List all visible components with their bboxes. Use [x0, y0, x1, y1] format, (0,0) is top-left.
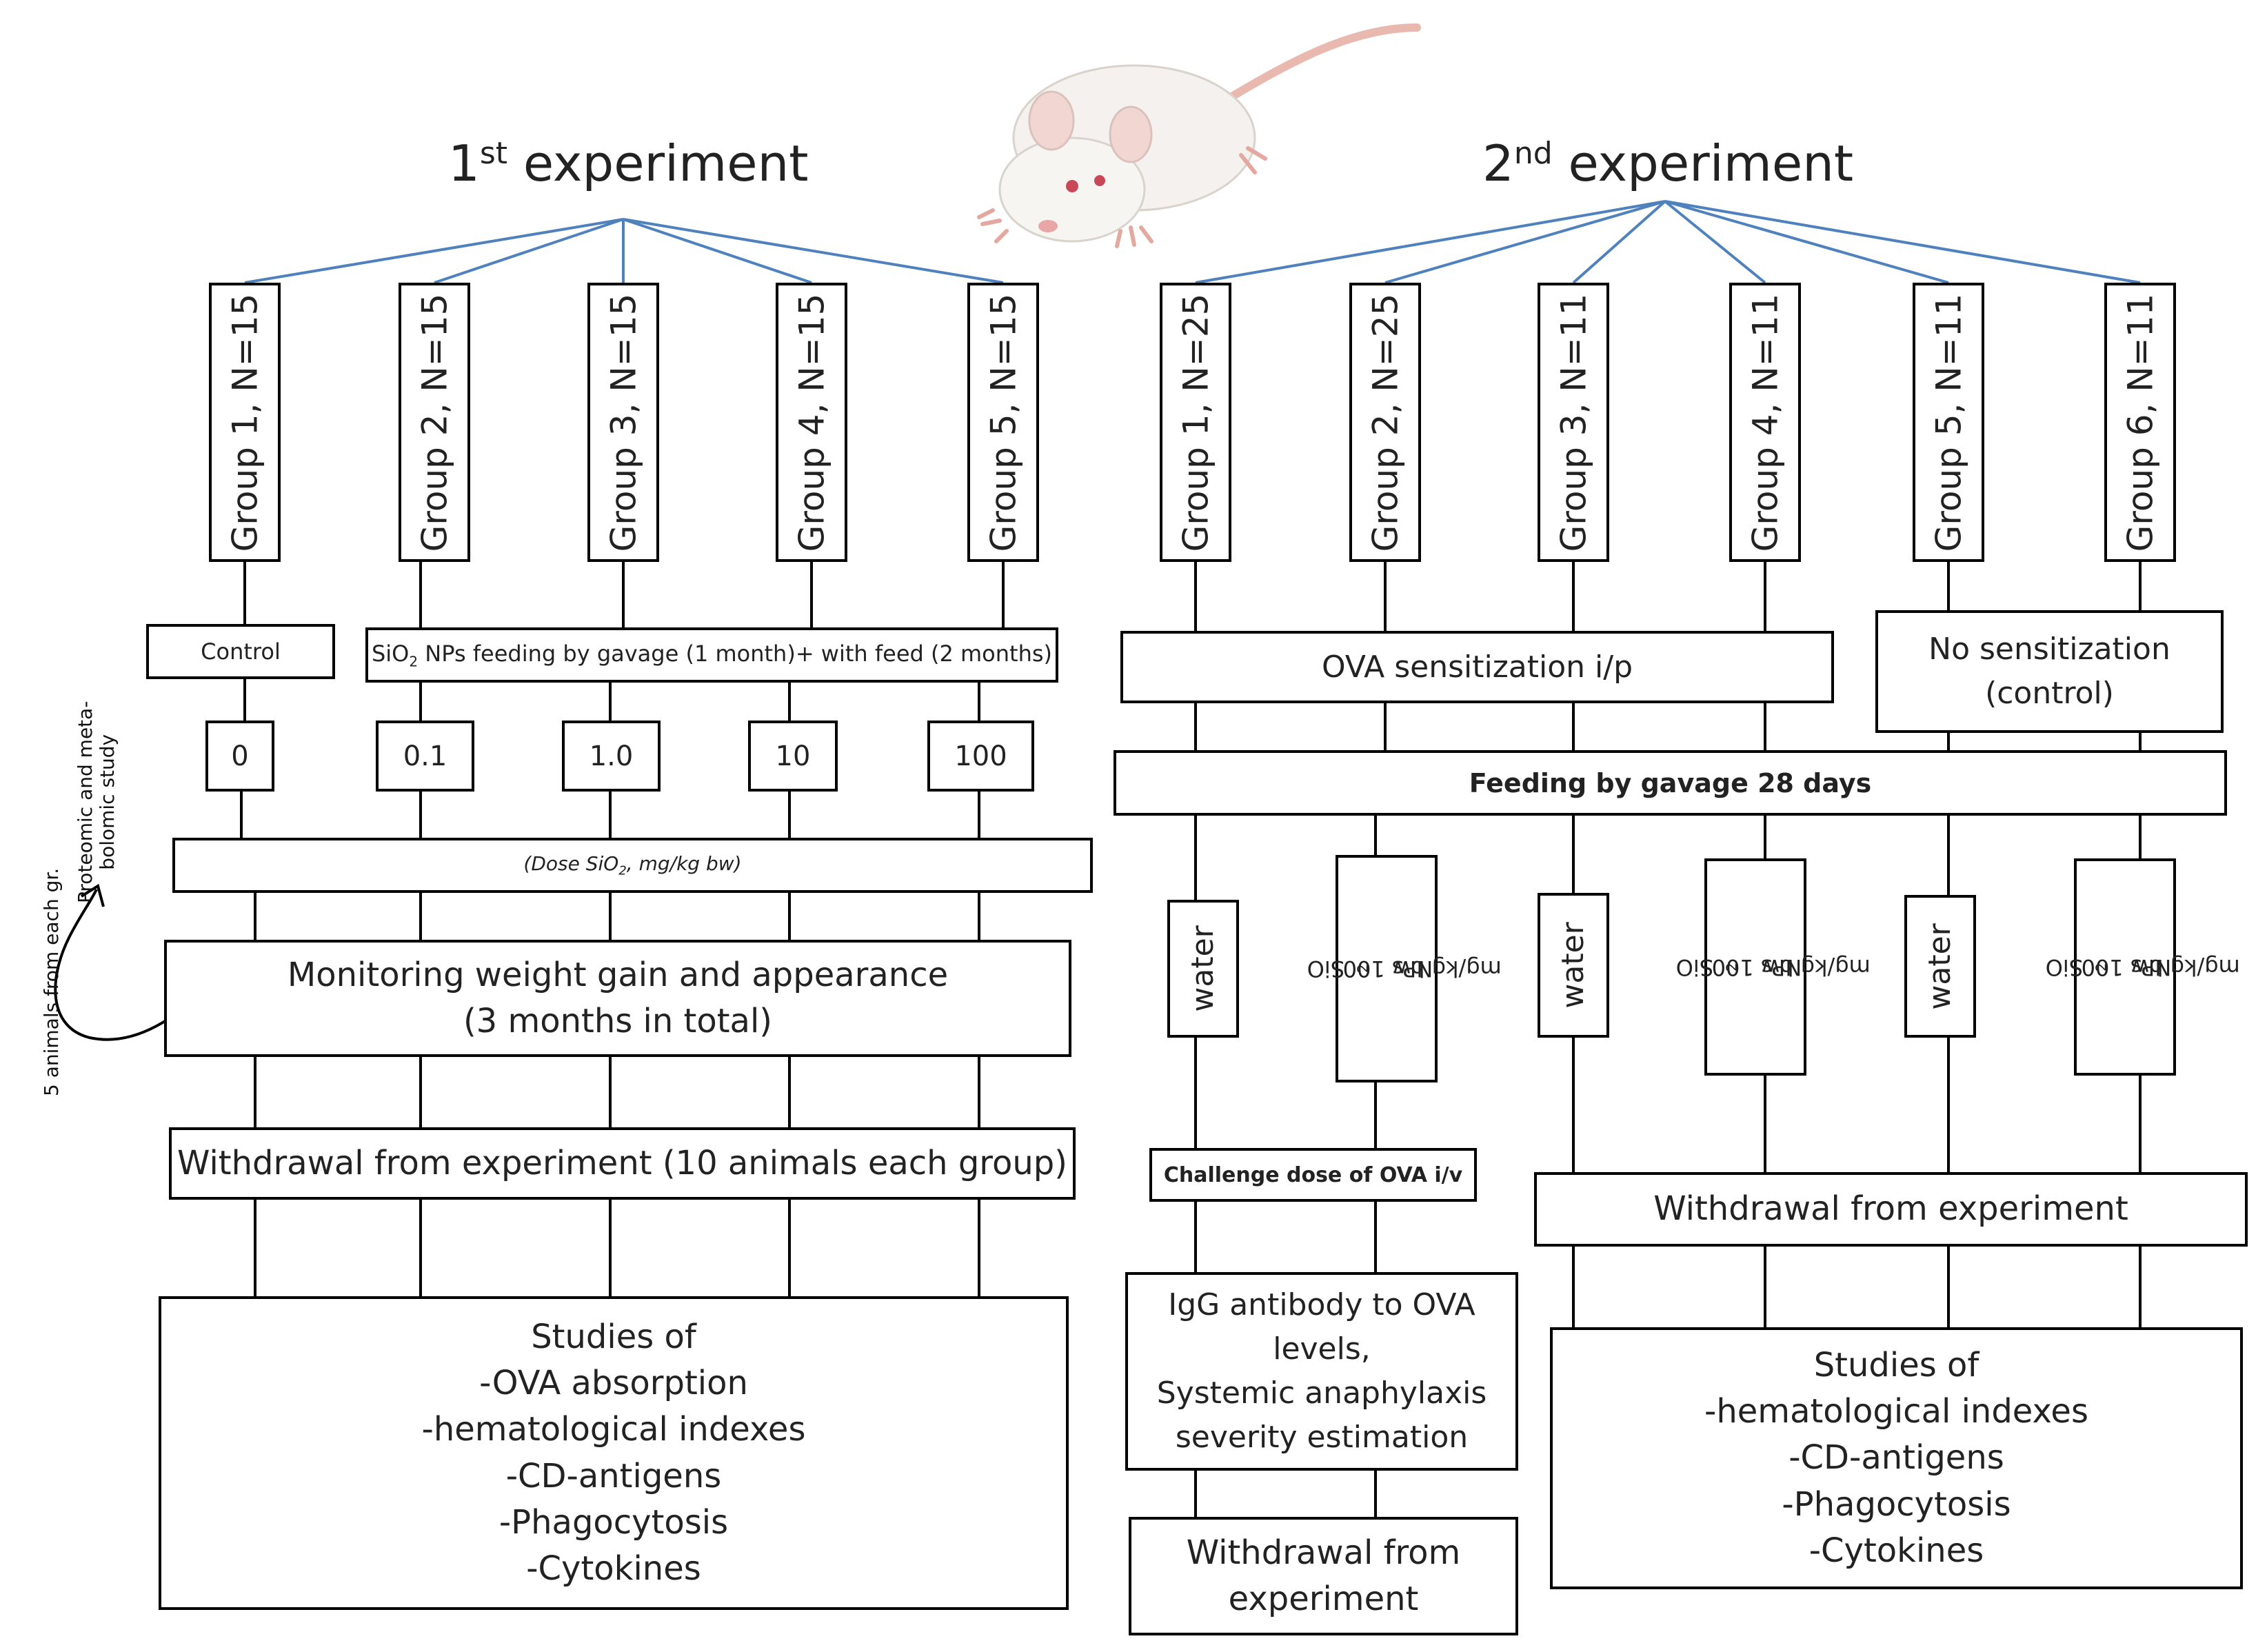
exp2-no-sensitization-box: No sensitization (control) [1875, 610, 2224, 733]
exp2-water-box-3: water [1904, 895, 1976, 1038]
exp1-title: 1st experiment [448, 134, 809, 192]
exp2-group-2-label: Group 2, N=25 [1365, 293, 1406, 552]
exp2-feeding-box: Feeding by gavage 28 days [1114, 750, 2227, 816]
exp1-group-1-box: Group 1, N=15 [209, 283, 281, 562]
exp2-blue-connectors [1195, 200, 2141, 284]
exp1-dose-value-2: 0.1 [403, 740, 447, 772]
side-note-proteomic: Proteomic and meta- bolomic study [74, 701, 119, 903]
exp2-withdrawal-right-label: Withdrawal from experiment [1653, 1189, 2128, 1229]
exp1-control-label: Control [201, 638, 281, 665]
exp1-feeding-box: SiO2 NPs feeding by gavage (1 month)+ wi… [365, 627, 1058, 683]
exp1-flow-lines [240, 562, 1005, 1296]
exp2-group-3-label: Group 3, N=11 [1553, 293, 1594, 552]
exp2-group-4-label: Group 4, N=11 [1745, 293, 1786, 552]
exp2-sensitization-label: OVA sensitization i/p [1321, 649, 1633, 685]
exp2-withdrawal-right-box: Withdrawal from experiment [1534, 1172, 2248, 1247]
exp2-studies-label: Studies of -hematological indexes -CD-an… [1704, 1346, 2088, 1570]
exp1-withdrawal-label: Withdrawal from experiment (10 animals e… [177, 1143, 1067, 1182]
exp1-group-2-label: Group 2, N=15 [414, 293, 455, 552]
exp2-studies-box: Studies of -hematological indexes -CD-an… [1550, 1327, 2243, 1589]
exp2-challenge-box: Challenge dose of OVA i/v [1149, 1148, 1477, 1202]
exp2-challenge-label: Challenge dose of OVA i/v [1163, 1162, 1463, 1187]
exp1-dose-value-1: 0 [231, 740, 249, 772]
exp1-group-3-box: Group 3, N=15 [587, 283, 659, 562]
exp1-monitoring-label: Monitoring weight gain and appearance (3… [287, 955, 949, 1040]
exp1-dose-value-4: 10 [775, 740, 811, 772]
exp1-dose-caption-box: (Dose SiO2, mg/kg bw) [172, 838, 1093, 893]
exp2-sensitization-box: OVA sensitization i/p [1120, 631, 1834, 703]
exp1-control-box: Control [146, 624, 335, 679]
exp2-water-box-2: water [1538, 893, 1609, 1038]
exp2-no-sensitization-label: No sensitization (control) [1928, 632, 2170, 711]
exp1-group-4-box: Group 4, N=15 [776, 283, 847, 562]
side-note-animals: 5 animals from each gr. [40, 867, 63, 1096]
exp2-group-5-label: Group 5, N=11 [1928, 293, 1969, 552]
exp2-group-6-box: Group 6, N=11 [2104, 283, 2176, 562]
exp2-igg-label: IgG antibody to OVA levels, Systemic ana… [1156, 1287, 1487, 1455]
exp1-group-1-label: Group 1, N=15 [225, 293, 265, 552]
exp1-dose-box-1: 0 [205, 721, 274, 792]
rat-illustration [977, 23, 1421, 248]
exp2-group-2-box: Group 2, N=25 [1349, 283, 1421, 562]
exp1-group-3-label: Group 3, N=15 [603, 293, 644, 552]
exp2-group-1-label: Group 1, N=25 [1176, 293, 1216, 552]
exp1-dose-box-3: 1.0 [562, 721, 661, 792]
exp2-feeding-label: Feeding by gavage 28 days [1469, 767, 1872, 798]
exp1-dose-value-5: 100 [954, 740, 1007, 772]
exp2-withdrawal-left-box: Withdrawal from experiment [1129, 1517, 1518, 1635]
exp1-dose-caption: (Dose SiO2, mg/kg bw) [523, 852, 742, 878]
exp1-studies-label: Studies of -OVA absorption -hematologica… [421, 1317, 806, 1588]
exp1-monitoring-box: Monitoring weight gain and appearance (3… [164, 940, 1071, 1057]
exp2-group-3-box: Group 3, N=11 [1538, 283, 1609, 562]
exp1-dose-value-3: 1.0 [589, 740, 634, 772]
exp1-dose-box-4: 10 [748, 721, 838, 792]
exp2-water-label-2: water [1555, 922, 1591, 1009]
exp1-feeding-label: SiO2 NPs feeding by gavage (1 month)+ wi… [371, 640, 1053, 670]
exp2-group-6-label: Group 6, N=11 [2120, 293, 2161, 552]
exp2-water-label-3: water [1922, 923, 1958, 1010]
exp1-dose-box-5: 100 [927, 721, 1034, 792]
exp1-withdrawal-box: Withdrawal from experiment (10 animals e… [169, 1127, 1076, 1200]
exp2-water-label-1: water [1185, 925, 1221, 1012]
exp1-group-4-label: Group 4, N=15 [792, 293, 832, 552]
exp2-group-1-box: Group 1, N=25 [1160, 283, 1231, 562]
exp2-title: 2nd experiment [1482, 134, 1854, 192]
exp2-flow-lines [1194, 562, 2142, 1517]
exp2-igg-box: IgG antibody to OVA levels, Systemic ana… [1125, 1272, 1518, 1471]
exp1-studies-box: Studies of -OVA absorption -hematologica… [159, 1296, 1069, 1610]
exp1-group-2-box: Group 2, N=15 [399, 283, 470, 562]
exp1-group-5-box: Group 5, N=15 [967, 283, 1039, 562]
exp2-group-5-box: Group 5, N=11 [1913, 283, 1984, 562]
exp2-group-4-box: Group 4, N=11 [1729, 283, 1801, 562]
exp2-withdrawal-left-label: Withdrawal from experiment [1186, 1533, 1461, 1618]
exp1-blue-connectors [244, 218, 1004, 284]
exp1-dose-box-2: 0.1 [376, 721, 474, 792]
exp1-group-5-label: Group 5, N=15 [983, 293, 1024, 552]
exp2-water-box-1: water [1167, 900, 1239, 1038]
